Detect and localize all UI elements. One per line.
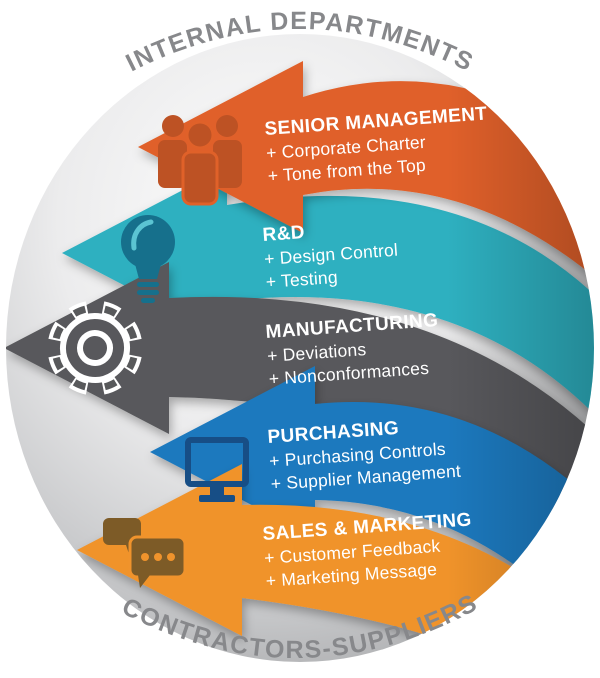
lightbulb-icon (121, 215, 175, 303)
rd-title: R&D (262, 222, 306, 246)
people-group-icon (158, 115, 242, 206)
sphere-rim-shade (6, 34, 594, 662)
rd-label: R&D + Design Control + Testing (262, 215, 405, 291)
chat-bubbles-icon (103, 518, 187, 588)
monitor-icon (185, 437, 249, 502)
